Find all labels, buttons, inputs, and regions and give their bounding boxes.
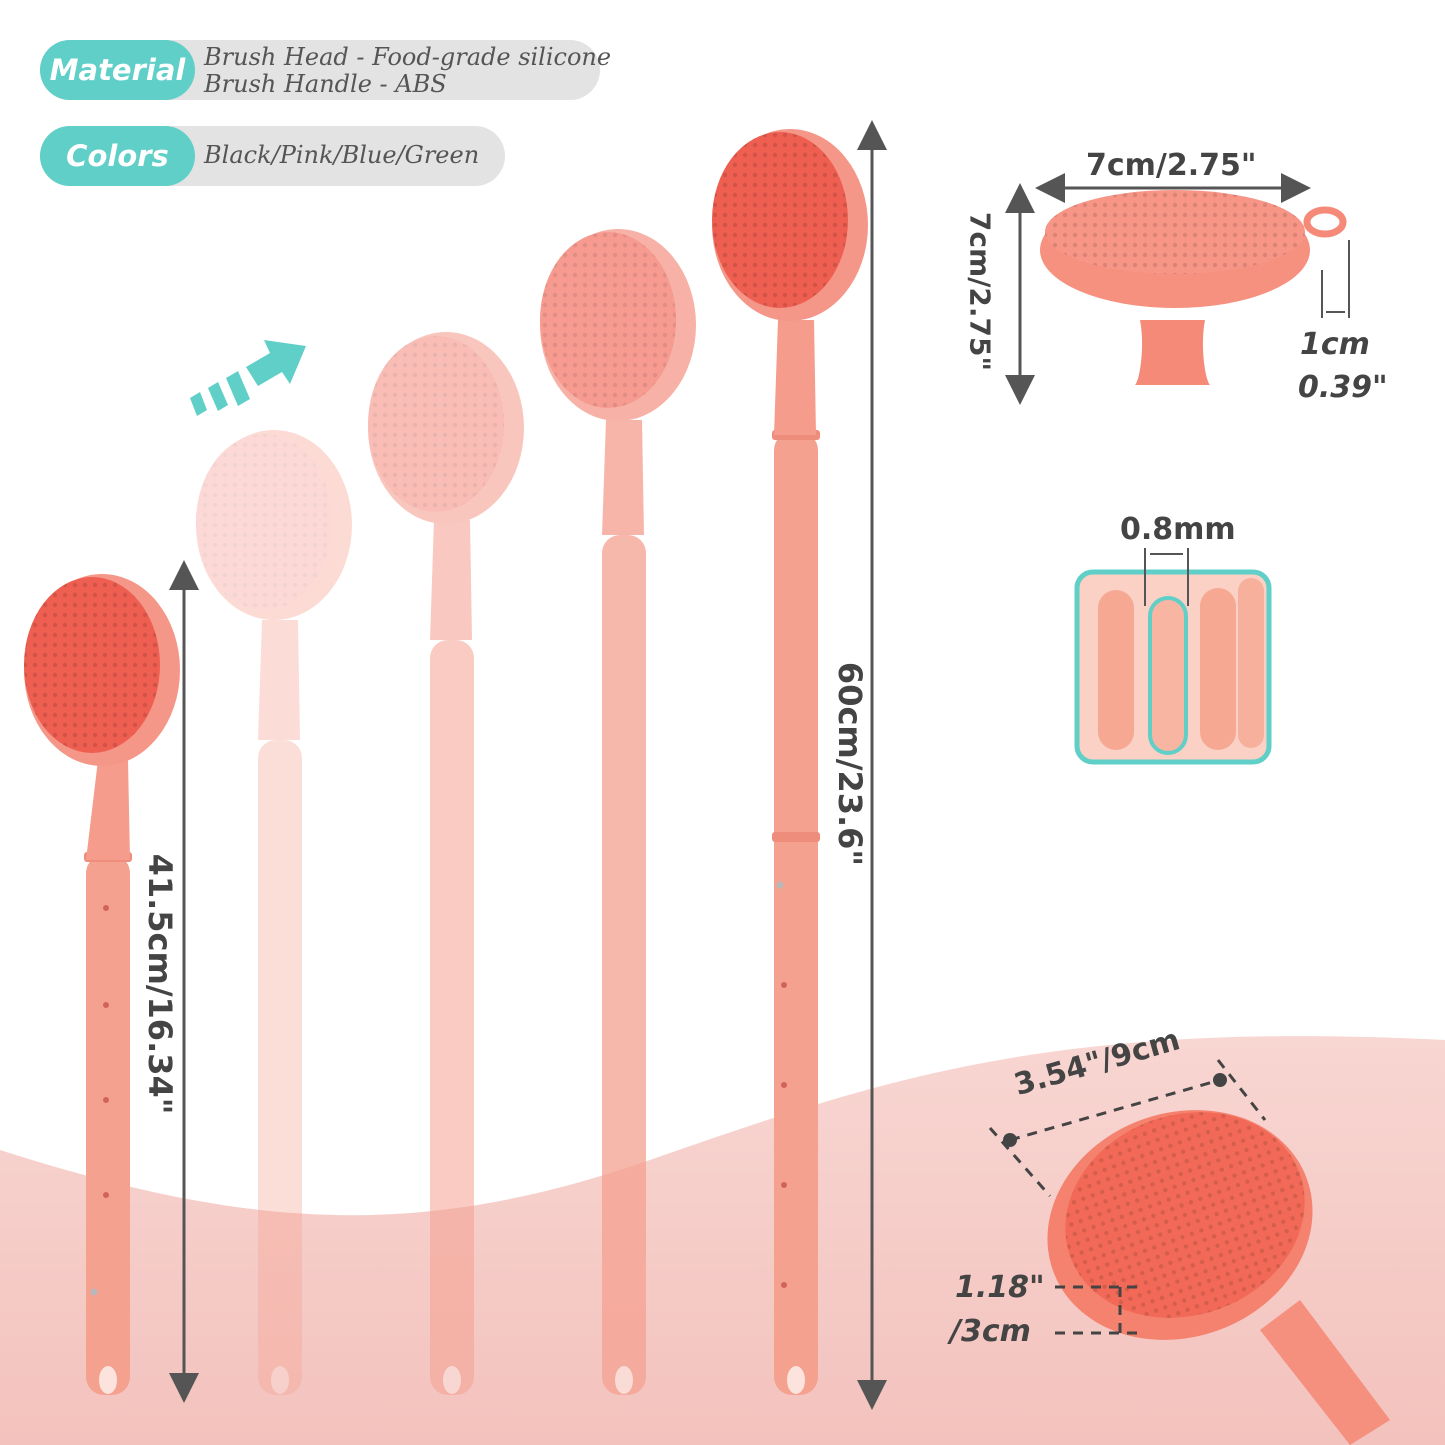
brush-short-length [24, 574, 180, 1395]
brush-extending-stage-3 [540, 229, 696, 1395]
short-length-label: 41.5cm/16.34" [141, 853, 179, 1115]
long-length-label: 60cm/23.6" [831, 661, 869, 867]
dimension-line-hook [1321, 240, 1350, 318]
brush-extending-stage-1 [196, 430, 352, 1395]
colors-info-pill: Colors Black/Pink/Blue/Green [40, 126, 505, 186]
brush-extending-stage-2 [368, 332, 524, 1395]
material-brush-head: Brush Head - Food-grade silicone [204, 43, 612, 71]
brush-full-length [712, 129, 868, 1395]
colors-value: Black/Pink/Blue/Green [204, 141, 480, 169]
bristle-gap-detail [1074, 569, 1272, 765]
brush-head-detail [1040, 190, 1347, 385]
head-height-label: 7cm/2.75" [963, 211, 997, 372]
colors-label: Colors [40, 126, 195, 186]
back-brush-detail [1047, 1110, 1390, 1445]
material-brush-handle: Brush Handle - ABS [204, 70, 447, 98]
brush-depth-cm-label: /3cm [950, 1314, 1031, 1349]
hook-in-label: 0.39" [1298, 370, 1388, 405]
material-info-pill: Material Brush Head - Food-grade silicon… [40, 40, 611, 100]
material-label: Material [40, 40, 195, 100]
bristle-gap-label: 0.8mm [1120, 512, 1236, 547]
extend-arrow-icon [190, 340, 306, 416]
brush-depth-in-label: 1.18" [955, 1270, 1045, 1305]
hook-cm-label: 1cm [1300, 327, 1370, 362]
background-wave [0, 1036, 1445, 1445]
head-width-label: 7cm/2.75" [1086, 148, 1257, 183]
dimension-line-bristle-gap [1144, 548, 1189, 606]
dimension-line-brush-diameter [988, 1059, 1267, 1335]
